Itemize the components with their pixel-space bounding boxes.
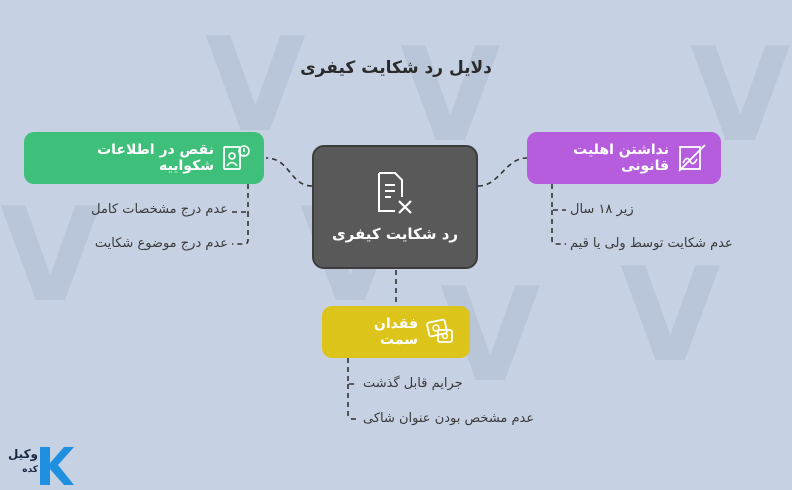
person-clipboard-alert-icon — [222, 143, 250, 173]
brand-text-line1: وکیل — [7, 447, 38, 461]
signature-slash-icon — [677, 143, 707, 173]
branch-lack-of-standing: فقدان سمت — [322, 306, 470, 358]
yellow-item-2: عدم مشخص بودن عنوان شاکی — [363, 411, 535, 426]
branch-incomplete-info: نقص در اطلاعات شکواییه — [24, 132, 264, 184]
yellow-item-1: جرایم قابل گذشت — [363, 376, 463, 391]
branch-label: نداشتن اهلیت قانونی — [573, 142, 669, 174]
green-item-1: عدم درج مشخصات کامل — [91, 202, 228, 217]
brand-text-line2: کده — [22, 465, 38, 475]
branch-no-legal-capacity: نداشتن اهلیت قانونی — [527, 132, 721, 184]
center-node: رد شکایت کیفری — [312, 145, 478, 269]
center-label: رد شکایت کیفری — [331, 225, 459, 243]
id-card-icon — [426, 318, 456, 346]
document-x-icon — [375, 171, 415, 217]
purple-item-2: عدم شکایت توسط ولی یا قیم — [570, 236, 733, 251]
brand-k-icon — [40, 447, 74, 485]
green-item-2: عدم درج موضوع شکایت — [94, 236, 228, 251]
diagram-title: دلایل رد شکایت کیفری — [300, 58, 492, 78]
purple-item-1: زیر ۱۸ سال — [570, 202, 634, 217]
branch-label: فقدان سمت — [373, 316, 418, 348]
branch-label: نقص در اطلاعات شکواییه — [97, 142, 214, 174]
